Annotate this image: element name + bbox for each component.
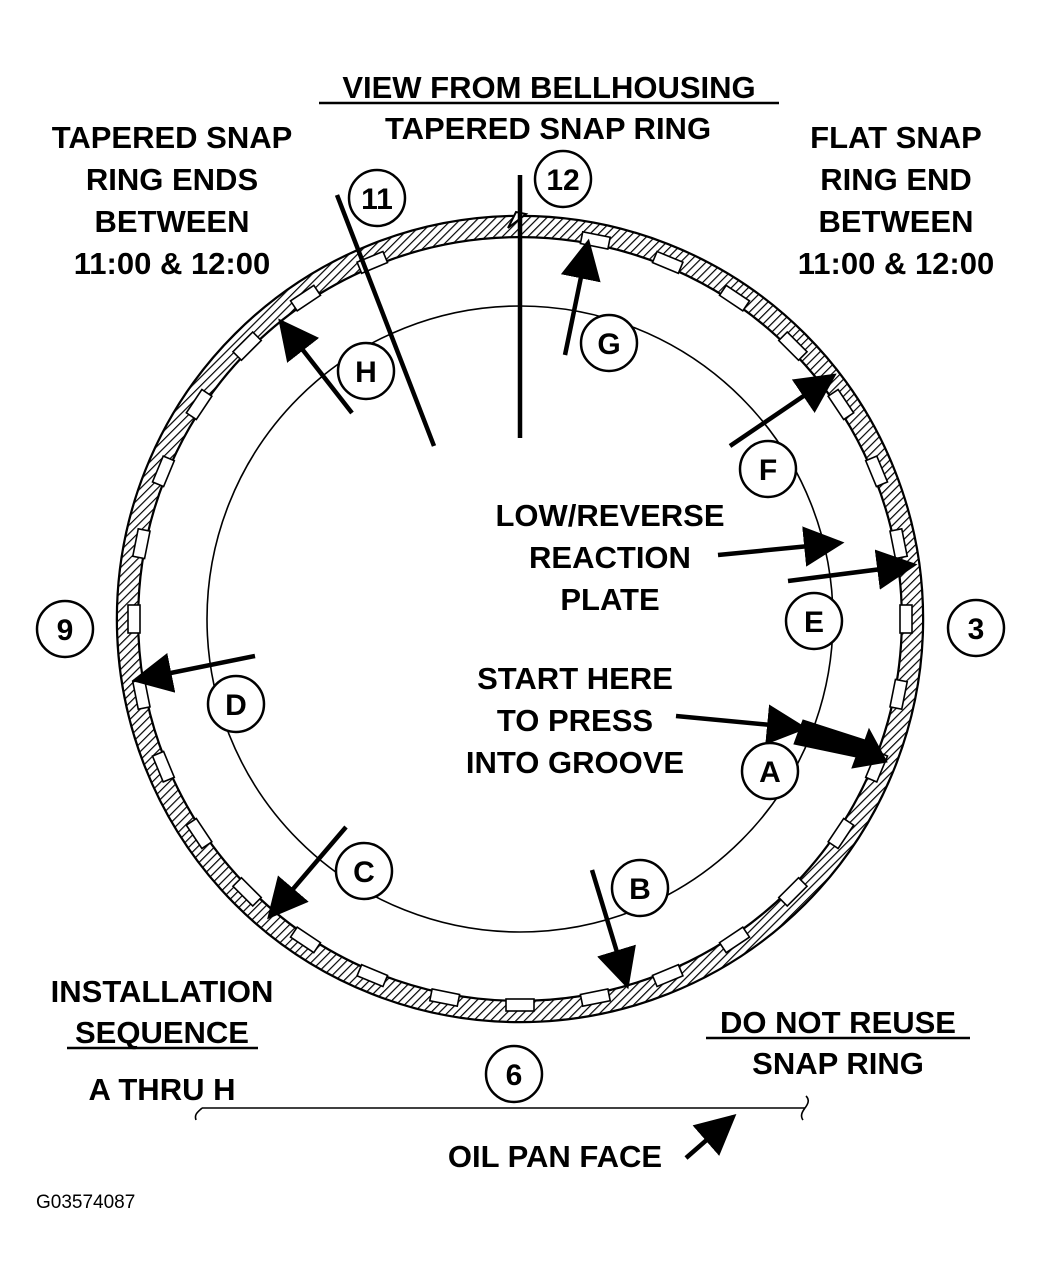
reaction-plate-line-2: REACTION <box>529 540 691 575</box>
snap-ring-tab <box>131 527 151 560</box>
tapered-ends-line-3: BETWEEN <box>95 204 250 239</box>
flat-end-line-2: RING END <box>820 162 972 197</box>
svg-text:C: C <box>353 856 375 889</box>
snap-ring-tab <box>428 988 461 1008</box>
snap-ring-tab <box>356 963 389 988</box>
svg-text:3: 3 <box>968 613 985 646</box>
arrow-g <box>560 238 601 356</box>
snap-ring-tab <box>718 926 751 954</box>
snap-ring-tab <box>827 817 855 850</box>
svg-text:6: 6 <box>506 1059 523 1092</box>
clock-position-9: 9 <box>35 599 95 659</box>
start-here-line-1: START HERE <box>477 661 673 696</box>
snap-ring-tab <box>127 604 141 634</box>
figure-reference: G03574087 <box>36 1192 135 1213</box>
snap-ring-tab <box>151 750 176 783</box>
arrow-a <box>793 719 888 769</box>
do-not-reuse-line-2: SNAP RING <box>752 1046 924 1081</box>
clock-position-11: 11 <box>347 168 407 228</box>
snap-ring-tab <box>651 963 684 988</box>
installation-line-2: SEQUENCE <box>75 1015 249 1050</box>
flat-end-line-1: FLAT SNAP <box>810 120 982 155</box>
flat-end-line-3: BETWEEN <box>819 204 974 239</box>
sequence-point-a: A <box>740 741 800 801</box>
snap-ring-tab <box>777 330 809 362</box>
snap-ring-tab <box>289 284 322 312</box>
sequence-point-f: F <box>738 439 798 499</box>
arrow-oil-pan-face <box>684 1114 737 1160</box>
snap-ring-tab <box>505 998 535 1012</box>
svg-text:12: 12 <box>546 164 579 197</box>
arrow-h <box>278 318 354 415</box>
svg-text:11: 11 <box>361 183 393 216</box>
do-not-reuse-line-1: DO NOT REUSE <box>720 1005 956 1040</box>
svg-text:E: E <box>804 606 824 639</box>
flat-end-line-4: 11:00 & 12:00 <box>798 246 994 281</box>
svg-text:D: D <box>225 689 247 722</box>
sequence-point-d: D <box>206 674 266 734</box>
snap-ring-tab <box>231 330 263 362</box>
start-here-line-3: INTO GROOVE <box>466 745 684 780</box>
oil-pan-face-line <box>194 1095 810 1121</box>
snap-ring-tab <box>718 284 751 312</box>
clock-position-6: 6 <box>484 1044 544 1104</box>
snap-ring-tab <box>777 876 809 908</box>
arrow-c <box>267 825 348 920</box>
snap-ring-tab <box>889 678 909 711</box>
snap-ring-tab <box>864 455 889 488</box>
snap-ring-tab <box>651 250 684 275</box>
tapered-ends-line-2: RING ENDS <box>86 162 258 197</box>
arrow-e <box>787 549 918 590</box>
arrow-start-here <box>675 704 808 745</box>
sequence-arrows <box>131 238 918 1160</box>
snap-ring-tab <box>289 926 322 954</box>
sequence-point-g: G <box>579 313 639 373</box>
installation-line-1: INSTALLATION <box>51 974 274 1009</box>
sequence-point-b: B <box>610 858 670 918</box>
snap-ring-tab <box>899 604 913 634</box>
sequence-point-e: E <box>784 591 844 651</box>
tapered-ends-line-4: 11:00 & 12:00 <box>74 246 270 281</box>
eleven-oclock-line <box>334 194 437 447</box>
snap-ring-tab <box>579 988 612 1008</box>
oil-pan-face-label: OIL PAN FACE <box>448 1139 662 1174</box>
svg-text:F: F <box>759 454 777 487</box>
svg-text:A: A <box>759 756 781 789</box>
svg-text:G: G <box>597 328 620 361</box>
arrow-b <box>589 869 636 990</box>
arrow-f <box>728 373 837 448</box>
svg-text:H: H <box>355 356 377 389</box>
arrow-d <box>131 653 256 693</box>
sequence-point-h: H <box>336 341 396 401</box>
tapered-ends-line-1: TAPERED SNAP <box>52 120 293 155</box>
snap-ring-tab <box>151 455 176 488</box>
svg-text:9: 9 <box>57 614 74 647</box>
svg-text:B: B <box>629 873 651 906</box>
snap-ring-tab <box>185 388 213 421</box>
clock-position-12: 12 <box>533 149 593 209</box>
clock-position-3: 3 <box>946 598 1006 658</box>
snap-ring-tab <box>185 817 213 850</box>
reaction-plate-line-3: PLATE <box>560 582 659 617</box>
installation-line-3: A THRU H <box>89 1072 236 1107</box>
arrow-reaction-plate <box>717 526 845 567</box>
reaction-plate-line-1: LOW/REVERSE <box>495 498 724 533</box>
sequence-point-c: C <box>334 841 394 901</box>
ring-title: TAPERED SNAP RING <box>385 111 711 146</box>
start-here-line-2: TO PRESS <box>497 703 653 738</box>
view-title: VIEW FROM BELLHOUSING <box>342 70 755 105</box>
snap-ring-tab <box>231 876 263 908</box>
